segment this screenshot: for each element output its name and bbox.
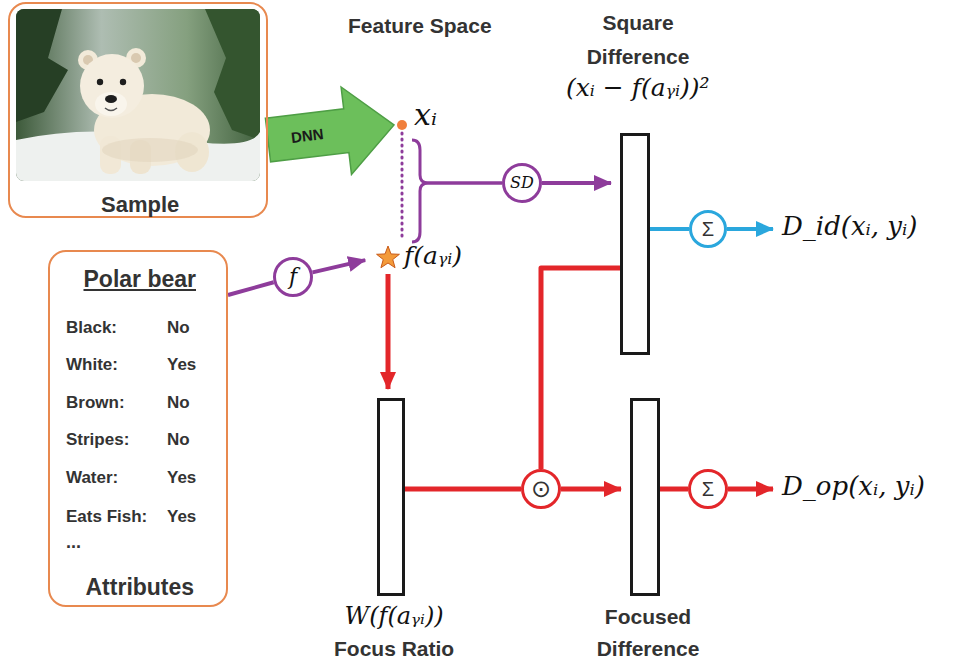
attribute-name: Eats Fish: — [66, 507, 147, 527]
connector — [313, 260, 366, 272]
math-label: f(aᵧᵢ) — [404, 242, 462, 271]
point-marker — [397, 120, 407, 130]
output-label: D_id(xᵢ, yᵢ) — [782, 212, 921, 246]
attribute-value: No — [167, 430, 190, 450]
pine-tree — [16, 9, 68, 122]
bear-eye — [120, 79, 126, 85]
operator-circle: SD — [502, 163, 542, 203]
attribute-name: White: — [66, 355, 118, 375]
box-caption: Sample — [101, 192, 179, 217]
feature-point: xᵢ — [394, 98, 450, 140]
bear-nose — [105, 95, 117, 103]
bear-eye — [97, 79, 103, 85]
bear-head — [80, 54, 144, 118]
connector — [542, 181, 611, 185]
feature-space: Feature Space xᵢ f(aᵧᵢ) — [300, 12, 500, 354]
snow — [16, 131, 260, 181]
vector-bar: Square Difference(xᵢ − f(aᵧᵢ))² — [620, 133, 650, 355]
connector — [412, 140, 502, 183]
vector-bar: W(f(aᵧᵢ))Focus Ratio — [377, 398, 405, 596]
box-caption: Attributes — [86, 574, 195, 600]
connector — [728, 487, 773, 492]
sum-circle: Σ — [689, 210, 727, 248]
output-label: D_op(xᵢ, yᵢ) — [782, 472, 929, 506]
connector — [228, 282, 274, 295]
connector — [541, 268, 620, 469]
pine-tree — [205, 9, 260, 140]
connector — [405, 487, 521, 492]
attribute-value: Yes — [167, 355, 196, 375]
connector — [650, 227, 689, 231]
connector — [660, 487, 688, 492]
attribute-name: Brown: — [66, 393, 125, 413]
math-label: (xᵢ − f(aᵧᵢ))² — [566, 74, 710, 103]
region-title: Feature Space — [348, 14, 492, 38]
operator-symbol: Σ — [692, 213, 724, 245]
bear-muzzle — [95, 92, 127, 116]
sum-circle: Σ — [688, 469, 728, 509]
operator-circle: f — [273, 257, 313, 297]
region-outline — [305, 128, 495, 352]
attribute-name: Black: — [66, 318, 117, 338]
polar-bear-photo — [16, 9, 260, 181]
connector — [561, 487, 621, 492]
attribute-value: Yes — [167, 468, 196, 488]
class-prototype: f(aᵧᵢ) — [374, 242, 484, 274]
math-label: xᵢ — [414, 98, 437, 133]
attribute-name: Water: — [66, 468, 118, 488]
attribute-value: No — [167, 318, 190, 338]
operator-symbol: Σ — [691, 472, 725, 506]
star-marker — [376, 246, 400, 270]
math-label: W(f(aᵧᵢ)) — [345, 603, 444, 631]
attribute-value: Yes — [167, 507, 196, 527]
photo-background — [16, 9, 260, 181]
operator-symbol: SD — [505, 166, 539, 200]
bear-shadow — [102, 138, 198, 162]
vector-bar: Focused Difference — [630, 398, 660, 596]
math-label: D_id(xᵢ, yᵢ) — [782, 212, 917, 242]
math-label: D_op(xᵢ, yᵢ) — [782, 472, 925, 502]
dashed-circle — [307, 130, 493, 350]
bar-title: Focus Ratio — [334, 637, 454, 661]
attribute-value: No — [167, 393, 190, 413]
connector — [386, 274, 391, 389]
bar-title: Focused Difference — [573, 601, 723, 665]
operator-symbol: ⊙ — [524, 472, 558, 506]
operator-circle: ⊙ — [521, 469, 561, 509]
star-shape — [377, 246, 400, 268]
connector — [412, 183, 502, 242]
sample-box: Sample — [8, 2, 268, 218]
attribute-name: Stripes: — [66, 430, 129, 450]
ellipsis: ... — [66, 532, 81, 553]
operator-symbol: f — [276, 260, 310, 294]
connector — [727, 227, 773, 231]
dnn-arrow — [265, 87, 394, 174]
bear-mouth — [105, 108, 117, 111]
connector-label: DNN — [290, 125, 324, 146]
attribute-box: Polar bearBlack:NoWhite:YesBrown:NoStrip… — [48, 250, 228, 607]
class-name: Polar bear — [84, 266, 197, 292]
bar-title: Square Difference — [563, 6, 713, 74]
distance-line — [401, 133, 404, 238]
